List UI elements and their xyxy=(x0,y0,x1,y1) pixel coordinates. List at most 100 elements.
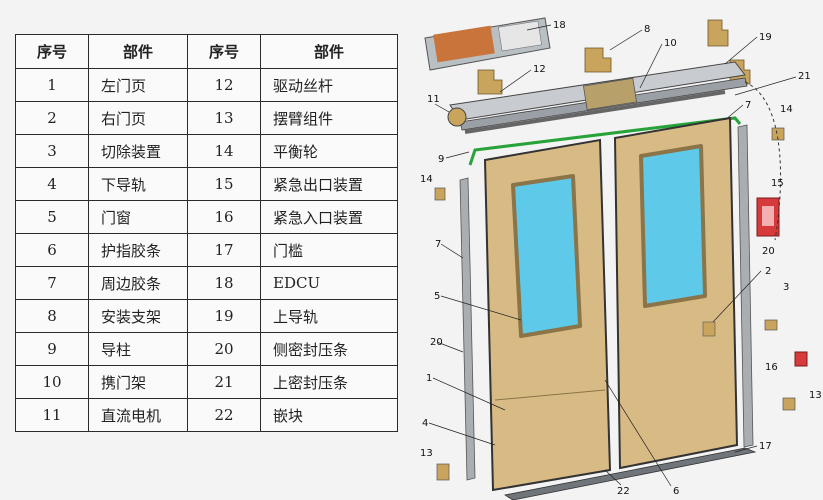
right-door-panel xyxy=(613,116,739,470)
row-no-left: 6 xyxy=(15,233,89,267)
callout-3: 3 xyxy=(783,282,789,293)
callout-7: 7 xyxy=(745,100,751,111)
row-part-right: 门槛 xyxy=(260,233,398,267)
row-part-right: 驱动丝杆 xyxy=(260,68,398,102)
row-part-left: 切除装置 xyxy=(88,134,188,168)
row-no-right: 18 xyxy=(187,266,261,300)
callout-21: 21 xyxy=(798,71,811,82)
row-no-left: 4 xyxy=(15,167,89,201)
callout-18: 18 xyxy=(553,20,566,31)
callout-12: 12 xyxy=(533,64,546,75)
right-side-seal xyxy=(737,124,754,448)
callout-5: 5 xyxy=(434,291,440,302)
row-no-left: 11 xyxy=(15,398,89,432)
header-no-1: 序号 xyxy=(15,34,89,69)
left-side-seal xyxy=(459,177,476,481)
callout-19: 19 xyxy=(759,32,772,43)
row-part-left: 护指胶条 xyxy=(88,233,188,267)
callout-13: 13 xyxy=(420,448,433,459)
header-no-2: 序号 xyxy=(187,34,261,69)
callout-1: 1 xyxy=(426,373,432,384)
row-no-left: 5 xyxy=(15,200,89,234)
door-exploded-diagram: 18 8 10 19 12 21 11 7 14 9 14 15 7 20 2 … xyxy=(420,17,822,500)
row-part-left: 右门页 xyxy=(88,101,188,135)
callout-6: 6 xyxy=(673,486,679,497)
header-part-2: 部件 xyxy=(260,34,398,69)
callout-16: 16 xyxy=(765,362,778,373)
top-rail-assembly xyxy=(447,61,748,134)
row-no-right: 19 xyxy=(187,299,261,333)
callout-8: 8 xyxy=(644,24,650,35)
row-part-left: 周边胶条 xyxy=(88,266,188,300)
callout-7b: 7 xyxy=(435,239,441,250)
row-part-left: 直流电机 xyxy=(88,398,188,432)
callout-22: 22 xyxy=(617,486,630,497)
row-no-right: 22 xyxy=(187,398,261,432)
row-no-right: 13 xyxy=(187,101,261,135)
row-no-right: 21 xyxy=(187,365,261,399)
dashed-connector xyxy=(744,81,782,241)
callout-11: 11 xyxy=(427,94,440,105)
left-door-panel xyxy=(483,138,612,492)
row-part-right: 摆臂组件 xyxy=(260,101,398,135)
row-no-left: 7 xyxy=(15,266,89,300)
row-part-left: 左门页 xyxy=(88,68,188,102)
row-no-left: 2 xyxy=(15,101,89,135)
row-part-left: 安装支架 xyxy=(88,299,188,333)
callout-labels: 18 8 10 19 12 21 11 7 14 9 14 15 7 20 2 … xyxy=(420,20,822,497)
row-part-right: 紧急入口装置 xyxy=(260,200,398,234)
threshold xyxy=(503,447,757,500)
leader-lines xyxy=(428,24,797,487)
row-part-right: 侧密封压条 xyxy=(260,332,398,366)
callout-17: 17 xyxy=(759,441,772,452)
row-part-right: 紧急出口装置 xyxy=(260,167,398,201)
callout-10: 10 xyxy=(664,38,677,49)
callout-2: 2 xyxy=(765,266,771,277)
row-no-left: 1 xyxy=(15,68,89,102)
row-part-right: EDCU xyxy=(260,266,398,300)
small-hardware xyxy=(434,127,796,481)
row-no-right: 14 xyxy=(187,134,261,168)
callout-13b: 13 xyxy=(809,390,822,401)
row-no-left: 8 xyxy=(15,299,89,333)
callout-20b: 20 xyxy=(430,337,443,348)
header-part-1: 部件 xyxy=(88,34,188,69)
callout-9: 9 xyxy=(438,154,444,165)
row-part-left: 携门架 xyxy=(88,365,188,399)
row-no-right: 15 xyxy=(187,167,261,201)
callout-14b: 14 xyxy=(420,174,433,185)
callout-14: 14 xyxy=(780,104,793,115)
row-part-left: 下导轨 xyxy=(88,167,188,201)
row-no-left: 9 xyxy=(15,332,89,366)
row-part-right: 上导轨 xyxy=(260,299,398,333)
row-no-left: 3 xyxy=(15,134,89,168)
top-seal-strip xyxy=(468,116,742,166)
row-part-left: 导柱 xyxy=(88,332,188,366)
row-no-right: 16 xyxy=(187,200,261,234)
table-header-row: 序号 部件 序号 部件 xyxy=(15,34,398,69)
row-no-right: 12 xyxy=(187,68,261,102)
callout-4: 4 xyxy=(422,418,428,429)
row-no-right: 17 xyxy=(187,233,261,267)
row-no-left: 10 xyxy=(15,365,89,399)
row-part-right: 嵌块 xyxy=(260,398,398,432)
emergency-entry-device xyxy=(794,351,808,367)
row-part-left: 门窗 xyxy=(88,200,188,234)
row-part-right: 上密封压条 xyxy=(260,365,398,399)
row-part-right: 平衡轮 xyxy=(260,134,398,168)
row-no-right: 20 xyxy=(187,332,261,366)
callout-15: 15 xyxy=(771,178,784,189)
